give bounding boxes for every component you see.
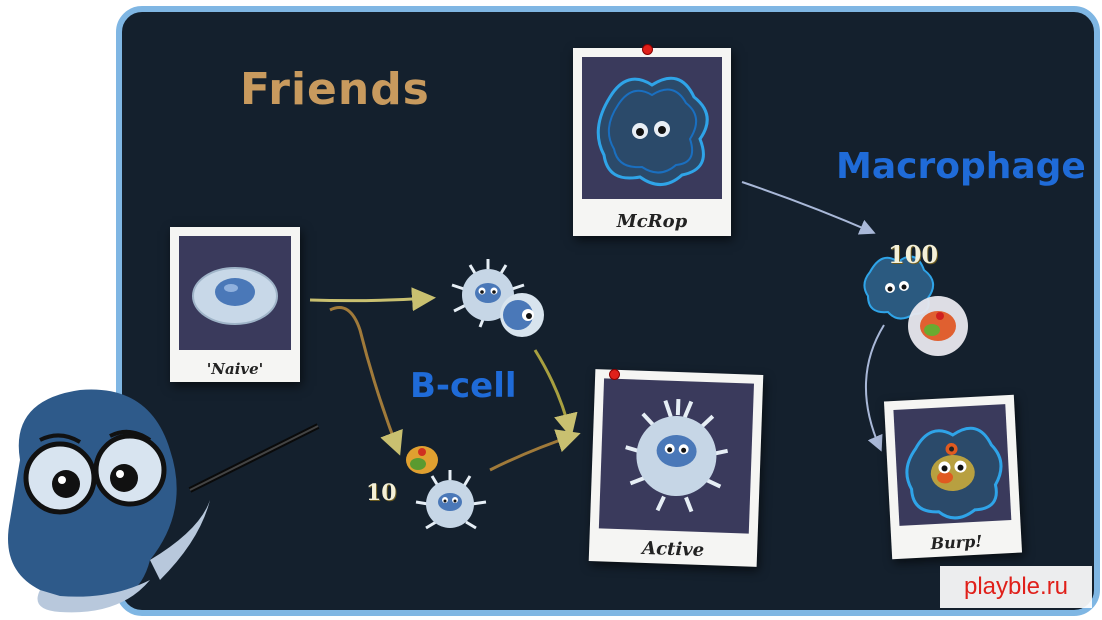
- photo-caption-mcrop: McRop: [616, 211, 688, 232]
- photo-caption-active: Active: [641, 537, 705, 562]
- photo-caption-naive: 'Naive': [206, 360, 264, 378]
- arrow-10-to-active: [489, 429, 581, 472]
- bcell-with-antigen-icon[interactable]: [400, 432, 500, 542]
- arrow-macrophage-to-burp: [865, 324, 885, 452]
- macrophage-label: Macrophage: [836, 146, 1086, 187]
- pin-icon: [642, 44, 653, 55]
- photo-card-naive[interactable]: 'Naive': [170, 227, 300, 382]
- bcell-pair-icon[interactable]: [440, 255, 550, 355]
- burp-macrophage-icon: [905, 426, 1003, 520]
- page-title: Friends: [240, 64, 430, 115]
- arrow-mcrop-to-macrophage: [741, 181, 876, 235]
- photo-card-mcrop[interactable]: McRop: [573, 48, 731, 236]
- photo-card-active[interactable]: Active: [588, 369, 764, 567]
- bcell-label: B-cell: [410, 366, 517, 406]
- arrow-naive-to-bcell: [309, 287, 436, 312]
- naive-bcell-icon: [192, 267, 278, 325]
- pin-icon: [609, 369, 620, 380]
- macrophage-sprite-icon[interactable]: [858, 242, 988, 362]
- count-badge-left: 10: [366, 480, 397, 506]
- arrow-bcell-to-active: [533, 349, 578, 438]
- active-bcell-icon: [625, 398, 729, 513]
- photo-card-burp[interactable]: Burp!: [883, 394, 1023, 560]
- professor-mascot-icon: [8, 389, 320, 613]
- watermark: playble.ru: [940, 566, 1092, 608]
- arrow-naive-to-antigen: [329, 306, 403, 456]
- photo-caption-burp: Burp!: [930, 531, 983, 554]
- count-badge-top: 100: [888, 240, 939, 269]
- mcrop-macrophage-icon: [596, 76, 709, 186]
